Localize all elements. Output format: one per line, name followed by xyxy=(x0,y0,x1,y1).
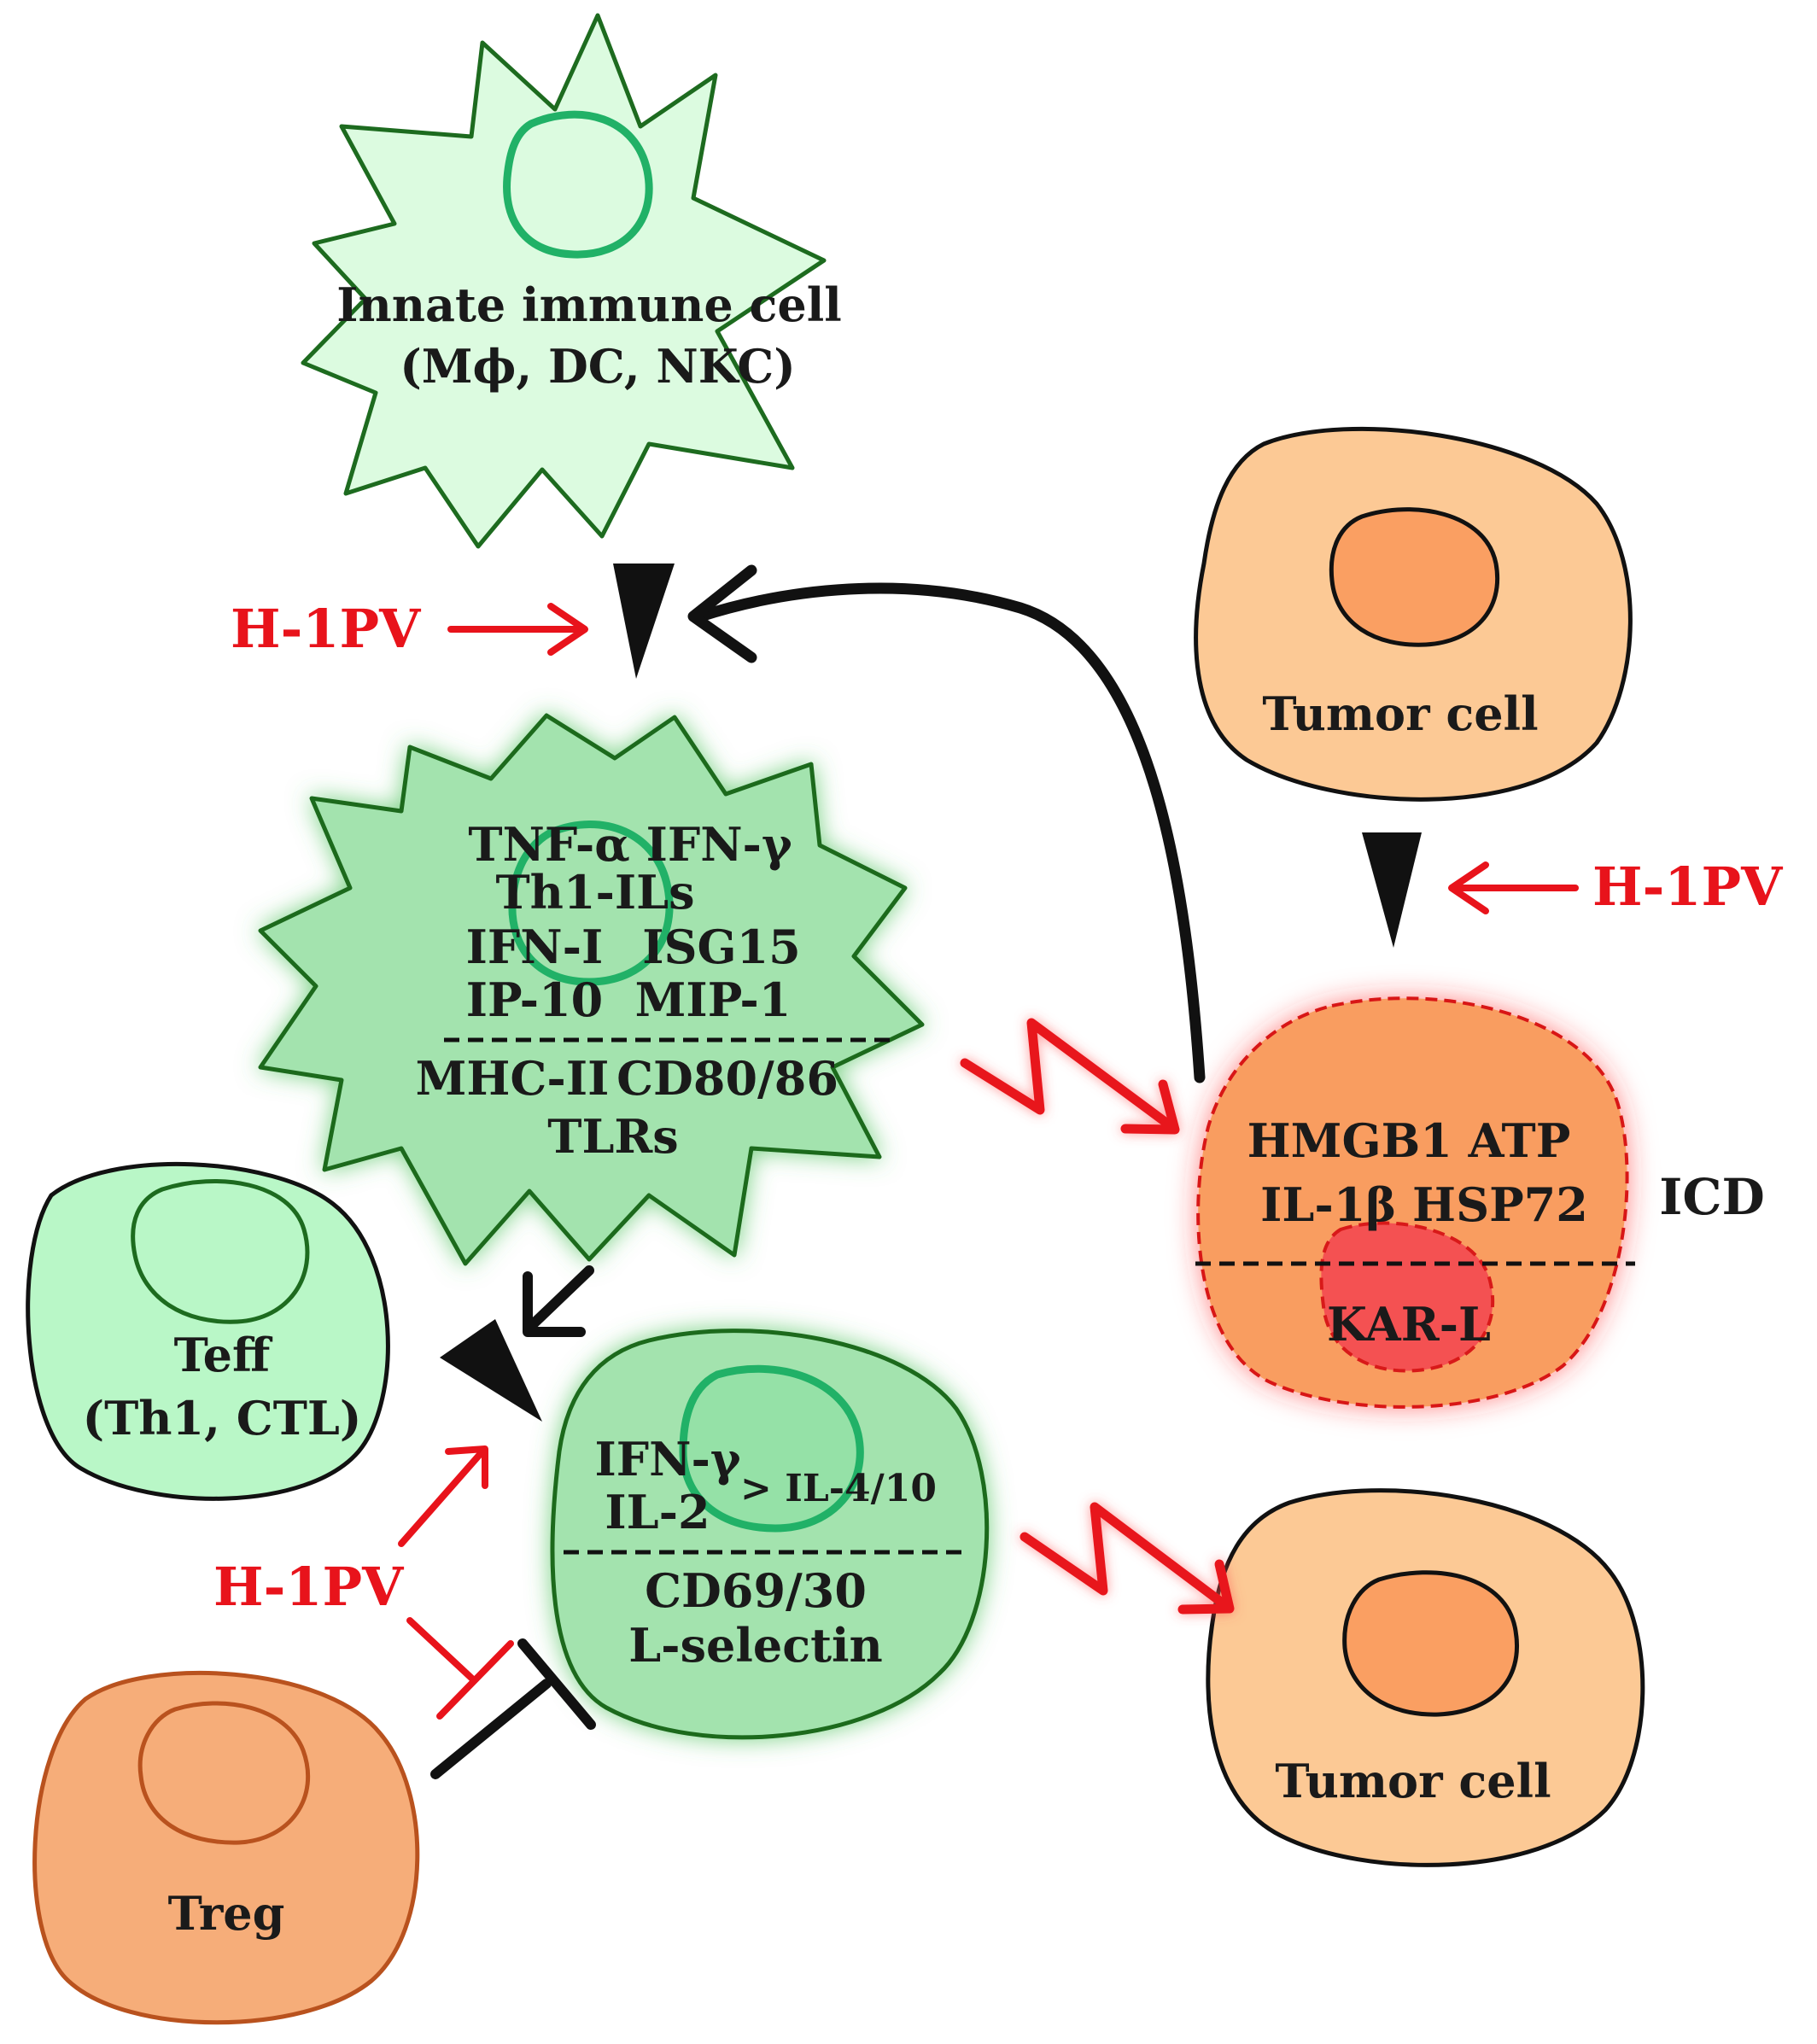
t-markers-row3: CD69/30 xyxy=(645,1563,867,1618)
innate-cell-label-line1: Innate immune cell xyxy=(336,277,842,332)
h1pv-label-bottom: H-1PV xyxy=(213,1556,404,1618)
activated-t-cell xyxy=(550,1329,990,1740)
activated-t-nucleus xyxy=(679,1364,864,1533)
teff-cell: Teff (Th1, CTL) xyxy=(26,1161,390,1501)
innate-markers-row4b: MIP-1 xyxy=(635,972,792,1027)
h1pv-arrow-top-head xyxy=(547,603,588,656)
innate-cell-membrane xyxy=(301,13,827,549)
innate-cell-nucleus xyxy=(503,110,653,259)
activation-arrowhead-top xyxy=(613,564,675,679)
t-markers-row1: IFN-γ xyxy=(594,1432,740,1486)
treg-label: Treg xyxy=(168,1886,285,1941)
activated-innate-cell xyxy=(258,713,925,1266)
h1pv-label-top: H-1PV xyxy=(231,598,421,660)
treg-cell-nucleus xyxy=(137,1701,311,1845)
innate-markers-row4a: IP-10 xyxy=(466,972,603,1027)
treg-cell: Treg xyxy=(32,1670,420,2025)
treg-inhibition-line xyxy=(430,1679,552,1779)
innate-markers-row5b: CD80/86 xyxy=(616,1051,838,1106)
icd-markers-row1: HMGB1 ATP xyxy=(1247,1113,1571,1168)
lightning-arrow-innate-to-icd xyxy=(960,1018,1180,1135)
icd-tumor-cell: HMGB1 ATP IL-1β HSP72 KAR-L xyxy=(1195,996,1635,1409)
h1pv-arrow-bottom-head xyxy=(445,1445,488,1489)
h1pv-inhibition-bar xyxy=(436,1640,514,1720)
activated-innate-nucleus xyxy=(508,820,674,986)
h1pv-label-right: H-1PV xyxy=(1592,856,1783,918)
t-markers-row4: L-selectin xyxy=(628,1618,883,1673)
innate-markers-row3a: IFN-I xyxy=(466,920,604,974)
innate-markers-row5a: MHC-II xyxy=(416,1051,610,1106)
h1pv-arrow-bottom-line xyxy=(398,1448,486,1547)
icd-cell-membrane xyxy=(1196,996,1629,1409)
icd-feedback-arrowhead xyxy=(687,564,757,663)
innate-markers-row6: TLRs xyxy=(547,1109,678,1164)
h1pv-arrow-right-head xyxy=(1448,861,1489,914)
icd-cell-nucleus xyxy=(1319,1221,1495,1373)
tumor-cell-top: Tumor cell xyxy=(1194,426,1633,802)
innate-markers-row3b: ISG15 xyxy=(642,920,801,974)
tumor-top-label: Tumor cell xyxy=(1262,686,1538,741)
t-markers-ratio: > IL-4/10 xyxy=(740,1467,937,1510)
tumor-bottom-label: Tumor cell xyxy=(1275,1754,1551,1808)
teff-label-line1: Teff xyxy=(174,1328,273,1382)
activation-arrowhead-right xyxy=(1362,832,1422,948)
teff-cell-nucleus xyxy=(131,1179,310,1324)
h1pv-inhibition-line xyxy=(406,1617,477,1684)
treg-inhibition-bar xyxy=(517,1638,596,1730)
icd-feedback-arrow xyxy=(694,582,1206,1083)
activation-arrowhead-mid xyxy=(440,1319,542,1422)
innate-markers-row2: Th1-ILs xyxy=(495,865,694,920)
innate-cell-label-line2: (Mϕ, DC, NKC) xyxy=(400,339,796,394)
teff-cell-membrane xyxy=(26,1161,390,1501)
teff-label-line2: (Th1, CTL) xyxy=(83,1391,362,1445)
t-markers-row2: IL-2 xyxy=(605,1485,710,1539)
icd-markers-row2: IL-1β HSP72 xyxy=(1260,1177,1588,1232)
icd-markers-row3: KAR-L xyxy=(1327,1297,1491,1352)
tumor-bottom-nucleus xyxy=(1342,1570,1519,1717)
innate-to-t-arrow xyxy=(524,1265,594,1333)
tumor-cell-bottom: Tumor cell xyxy=(1206,1488,1645,1867)
innate-immune-cell: Innate immune cell (Mϕ, DC, NKC) xyxy=(301,13,842,549)
innate-to-t-arrowhead xyxy=(523,1271,586,1337)
treg-cell-membrane xyxy=(32,1670,420,2025)
activated-t-membrane xyxy=(550,1329,990,1740)
icd-tag: ICD xyxy=(1659,1168,1765,1226)
tumor-top-nucleus xyxy=(1329,507,1499,647)
lightning-arrow-t-to-tumor xyxy=(1020,1502,1235,1615)
activated-innate-membrane xyxy=(258,713,925,1266)
innate-markers-row1: TNF-α IFN-γ xyxy=(468,817,792,872)
